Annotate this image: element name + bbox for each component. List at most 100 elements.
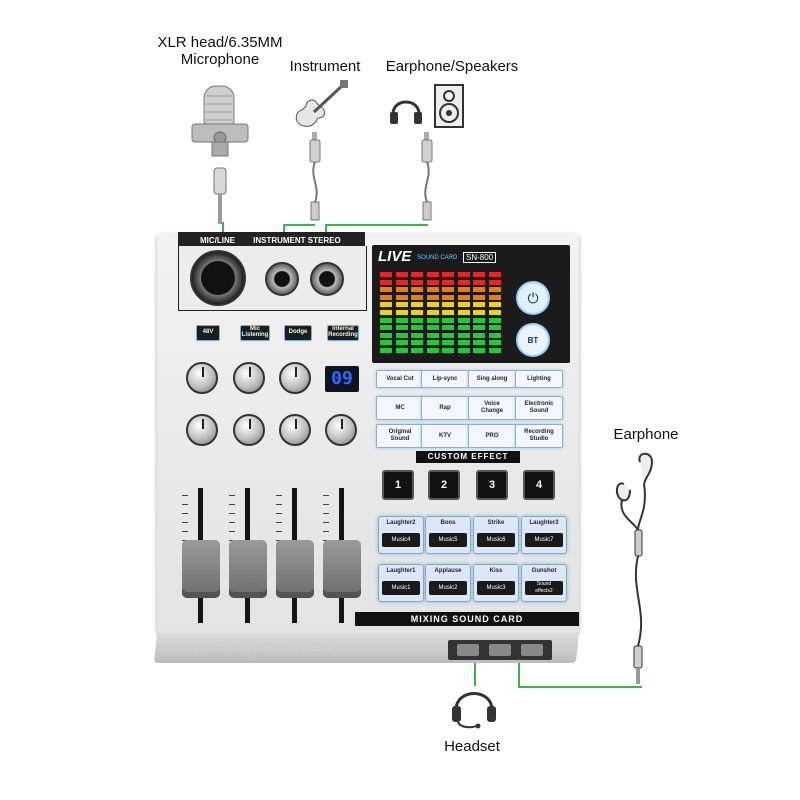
sound-pad-laughter3[interactable]: Laughter3 Music7 xyxy=(521,516,567,554)
effect-lip-sync[interactable]: Lip-sync xyxy=(421,370,469,388)
level-meter-segment xyxy=(473,294,485,300)
effect-ktv[interactable]: KTV xyxy=(421,424,469,448)
knob-6[interactable] xyxy=(279,414,311,446)
level-meter-segment xyxy=(380,294,392,300)
level-meter-segment xyxy=(380,302,392,308)
effect-lighting[interactable]: Lighting xyxy=(515,370,563,388)
sound-pad-top-label: Laughter1 xyxy=(386,568,416,574)
sound-pad-bottom-label: Sound effects2 xyxy=(525,581,563,595)
level-meter-segment xyxy=(395,279,408,285)
sound-pad-laughter2[interactable]: Laughter2 Music4 xyxy=(378,516,424,554)
mic-line-label: MIC/LINE xyxy=(200,235,236,245)
wire-mic xyxy=(222,222,224,238)
level-meter-segment xyxy=(457,279,470,285)
effect-rap[interactable]: Rap xyxy=(421,396,469,420)
fader-4[interactable] xyxy=(323,540,361,598)
xlr-input-jack[interactable] xyxy=(190,250,246,306)
sound-pad-top-label: Applause xyxy=(434,568,462,574)
level-meter-segment xyxy=(395,340,408,346)
custom-button-1[interactable]: 1 xyxy=(382,470,414,500)
effect-mc[interactable]: MC xyxy=(376,396,424,420)
effect-vocal-cut[interactable]: Vocal Cut xyxy=(376,370,424,388)
bt-button[interactable]: BT xyxy=(516,323,550,357)
level-meter-segment xyxy=(457,347,470,353)
level-meter-segment xyxy=(488,325,501,331)
level-meter-segment xyxy=(488,340,501,346)
phantom-48v-button[interactable]: 48V xyxy=(196,325,220,341)
effect-electronic-sound[interactable]: Electronic Sound xyxy=(515,396,563,420)
level-meter-segment xyxy=(380,317,392,323)
fader-3[interactable] xyxy=(276,540,314,598)
level-meter-segment xyxy=(426,279,439,285)
knob-1[interactable] xyxy=(186,362,218,394)
knob-7[interactable] xyxy=(325,414,357,446)
level-meter-segment xyxy=(395,317,408,323)
effect-pro[interactable]: PRO xyxy=(468,424,516,448)
level-meter-segment xyxy=(380,287,392,293)
instrument-input-jack[interactable] xyxy=(265,262,299,296)
level-meter-segment xyxy=(442,347,454,353)
level-meter-column xyxy=(457,272,470,356)
custom-button-2[interactable]: 2 xyxy=(428,470,460,500)
level-meter-segment xyxy=(411,279,423,285)
sound-pad-boos[interactable]: Boos Music5 xyxy=(425,516,471,554)
knob-2[interactable] xyxy=(233,362,265,394)
sound-pad-bottom-label: Music1 xyxy=(382,581,420,595)
stereo-input-jack[interactable] xyxy=(310,262,344,296)
level-meter-segment xyxy=(457,309,470,315)
level-meter-segment xyxy=(442,332,454,338)
level-meter-column xyxy=(442,272,454,356)
fader-1[interactable] xyxy=(182,540,220,598)
custom-button-3[interactable]: 3 xyxy=(476,470,508,500)
level-meter-segment xyxy=(457,325,470,331)
level-meter-column xyxy=(380,272,392,356)
level-meter-segment xyxy=(395,332,408,338)
brand-logo: LIVE xyxy=(378,248,412,265)
sound-pad-kiss[interactable]: Kiss Music3 xyxy=(473,564,519,602)
internal-recording-button[interactable]: Internal Recording xyxy=(327,325,359,341)
effect-original-sound[interactable]: Original Sound xyxy=(376,424,424,448)
level-meter-column xyxy=(395,272,408,356)
knob-4[interactable] xyxy=(186,414,218,446)
level-meter-segment xyxy=(473,332,485,338)
guitar-icon xyxy=(295,80,348,127)
earphone-label: Earphone xyxy=(613,426,679,443)
custom-effect-label: CUSTOM EFFECT xyxy=(416,451,520,463)
level-meter-column xyxy=(473,272,485,356)
level-meter-segment xyxy=(426,347,439,353)
mic-listening-button[interactable]: Mic Listening xyxy=(240,325,270,341)
wire-speakers xyxy=(325,224,428,226)
sound-pad-top-label: Gunshot xyxy=(531,568,557,574)
sound-pad-laughter1[interactable]: Laughter1 Music1 xyxy=(378,564,424,602)
level-meter-column xyxy=(426,272,439,356)
power-button[interactable]: ⏻ xyxy=(516,281,550,315)
level-meter-segment xyxy=(488,332,501,338)
level-meter-segment xyxy=(488,294,501,300)
knob-3[interactable] xyxy=(279,362,311,394)
custom-button-4[interactable]: 4 xyxy=(523,470,555,500)
level-meter-segment xyxy=(411,325,423,331)
knob-5[interactable] xyxy=(233,414,265,446)
effect-recording-studio[interactable]: Recording Studio xyxy=(515,424,563,448)
level-meter-segment xyxy=(426,302,439,308)
sound-pad-applause[interactable]: Applause Music2 xyxy=(425,564,471,602)
level-meter-segment xyxy=(457,317,470,323)
level-meter-column xyxy=(488,272,501,356)
sound-pad-strike[interactable]: Strike Music6 xyxy=(473,516,519,554)
instrument-plug-icon xyxy=(309,132,321,221)
dodge-button[interactable]: Dodge xyxy=(284,325,312,341)
level-meter xyxy=(380,272,505,358)
level-meter-segment xyxy=(395,272,408,277)
fader-2[interactable] xyxy=(229,540,267,598)
level-meter-segment xyxy=(457,340,470,346)
level-meter-segment xyxy=(473,302,485,308)
effect-sing-along[interactable]: Sing along xyxy=(468,370,516,388)
sound-pad-top-label: Laughter2 xyxy=(386,520,416,526)
sound-pad-bottom-label: Music5 xyxy=(429,533,467,547)
sound-pad-gunshot[interactable]: Gunshot Sound effects2 xyxy=(521,564,567,602)
level-meter-segment xyxy=(457,272,470,277)
microphone-icon xyxy=(191,85,249,224)
level-meter-segment xyxy=(380,332,392,338)
effect-voice-change[interactable]: Voice Change xyxy=(468,396,516,420)
level-meter-segment xyxy=(457,294,470,300)
